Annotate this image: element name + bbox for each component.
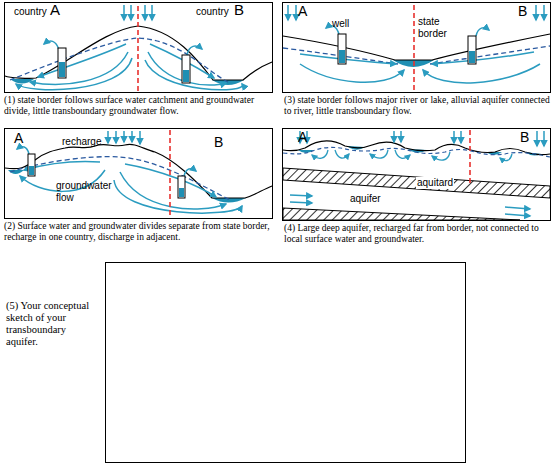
panel-2 bbox=[5, 129, 273, 219]
panel-caption: (5) Your conceptual sketch of your trans… bbox=[6, 300, 94, 348]
water-table bbox=[10, 157, 230, 200]
country-letter: B bbox=[234, 1, 254, 18]
well-water bbox=[339, 50, 345, 63]
well bbox=[338, 34, 346, 64]
country-letter: A bbox=[298, 3, 318, 19]
well-label: well bbox=[332, 18, 362, 30]
well-water bbox=[183, 70, 189, 82]
state-border bbox=[169, 130, 171, 218]
panel-1 bbox=[5, 3, 273, 93]
panel-frame bbox=[5, 129, 273, 219]
aquifer-label: aquifer bbox=[350, 193, 390, 205]
well-water bbox=[29, 166, 34, 175]
panel-4 bbox=[283, 129, 551, 221]
recharge-label: recharge bbox=[62, 136, 110, 148]
state-border bbox=[413, 5, 415, 92]
land-surface bbox=[5, 144, 272, 198]
panel-caption: (4) Large deep aquifer, recharged far fr… bbox=[284, 223, 552, 245]
state-border bbox=[469, 130, 471, 183]
panel-3 bbox=[283, 3, 551, 93]
border-label: state border bbox=[418, 16, 450, 39]
recharge-arrows bbox=[300, 131, 544, 146]
water-table bbox=[10, 38, 228, 82]
well bbox=[468, 36, 476, 64]
well bbox=[58, 48, 66, 78]
well-water bbox=[469, 51, 475, 63]
sketch-box bbox=[106, 263, 466, 463]
panel-frame bbox=[283, 3, 551, 93]
panel-frame bbox=[283, 129, 551, 221]
aquitard-label: aquitard bbox=[416, 177, 454, 189]
recharge-arrows bbox=[288, 5, 544, 20]
well bbox=[178, 176, 185, 198]
country-letter: A bbox=[50, 1, 70, 18]
country-letter: B bbox=[518, 3, 538, 19]
groundwater-flow-arrows bbox=[16, 41, 242, 90]
panel-caption: (3) state border follows major river or … bbox=[284, 95, 552, 117]
aquitard-layer bbox=[283, 208, 520, 220]
water-table bbox=[283, 147, 550, 157]
aquitard-layer bbox=[283, 168, 550, 198]
country-letter: B bbox=[214, 134, 234, 150]
state-border bbox=[137, 6, 139, 92]
shallow-flow-arrows bbox=[312, 150, 512, 161]
well bbox=[182, 55, 190, 83]
recharge-arrows bbox=[108, 131, 140, 144]
lake bbox=[212, 198, 246, 203]
well bbox=[28, 154, 35, 176]
flow-label: groundwater flow bbox=[56, 180, 118, 203]
water-table bbox=[283, 46, 550, 64]
well-water bbox=[59, 62, 65, 77]
aquifer-flow-arrows bbox=[290, 195, 530, 216]
well-water bbox=[179, 188, 184, 197]
country-letter: A bbox=[14, 130, 34, 146]
country-letter: B bbox=[520, 129, 540, 145]
country-letter: A bbox=[298, 129, 318, 145]
panel-caption: (2) Surface water and groundwater divide… bbox=[4, 221, 276, 243]
groundwater-flow-arrows bbox=[17, 147, 242, 213]
panel-frame bbox=[5, 3, 273, 93]
panel-caption: (1) state border follows surface water c… bbox=[4, 95, 276, 117]
